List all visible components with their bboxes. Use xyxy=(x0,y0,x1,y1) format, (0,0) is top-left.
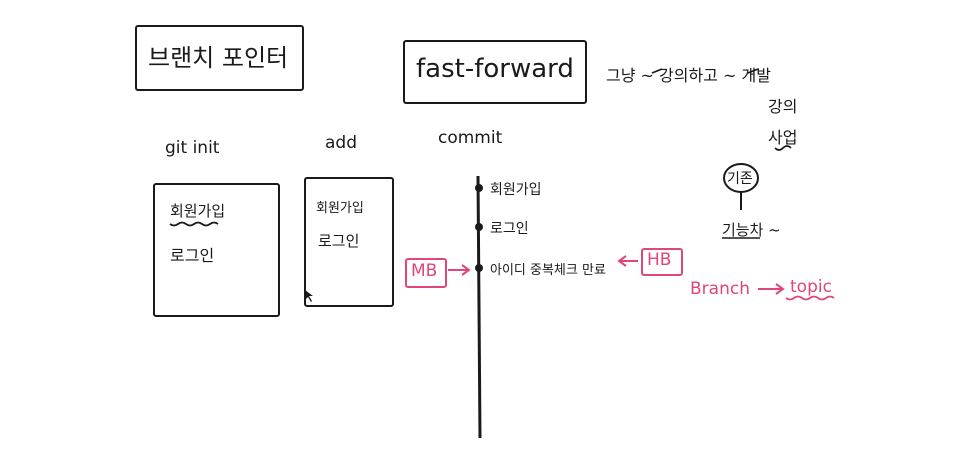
commit-1-label: 회원가입 xyxy=(490,182,542,198)
hb-label: HB xyxy=(647,250,672,270)
staging-box xyxy=(304,177,394,307)
arrow-tilde-1-icon xyxy=(651,68,663,74)
commit-2-dot xyxy=(475,223,483,231)
note-bottom: 기능차 ~ xyxy=(722,221,781,239)
column-add: add xyxy=(325,133,357,153)
item-underline-icon xyxy=(169,221,219,227)
note-line-2: 강의 xyxy=(768,97,798,116)
column-git-init: git init xyxy=(165,138,220,158)
column-commit: commit xyxy=(438,128,503,148)
mb-label: MB xyxy=(411,261,438,281)
staging-item-2: 로그인 xyxy=(318,232,360,250)
note-line-3: 사업 xyxy=(768,128,798,147)
branch-label: Branch xyxy=(690,279,750,299)
title: 브랜치 포인터 xyxy=(148,44,289,72)
commit-1-dot xyxy=(475,184,483,192)
squiggle-icon xyxy=(774,145,792,151)
topic-label: topic xyxy=(790,277,832,297)
title-box xyxy=(135,25,304,91)
mb-box xyxy=(405,258,447,288)
fast-forward-box xyxy=(403,40,587,104)
working-dir-box xyxy=(153,183,280,317)
commit-3-label: 아이디 중복체크 만료 xyxy=(490,263,606,278)
arrow-tilde-2-icon xyxy=(747,68,759,74)
fast-forward-label: fast-forward xyxy=(416,54,574,84)
note-circle-icon xyxy=(723,163,759,193)
staging-item-1: 회원가입 xyxy=(316,201,364,216)
working-dir-item-2: 로그인 xyxy=(170,246,215,265)
note-circle-label: 기존 xyxy=(727,171,753,187)
commit-timeline xyxy=(476,175,482,439)
working-dir-item-1: 회원가입 xyxy=(170,202,226,220)
topic-underline-icon xyxy=(785,295,835,301)
commit-3-dot xyxy=(475,264,483,272)
note-line-1: 그냥 ~ 강의하고 ~ 개발 xyxy=(606,66,771,85)
hb-box xyxy=(641,248,683,276)
cursor-icon xyxy=(305,290,313,302)
commit-2-label: 로그인 xyxy=(490,221,529,237)
